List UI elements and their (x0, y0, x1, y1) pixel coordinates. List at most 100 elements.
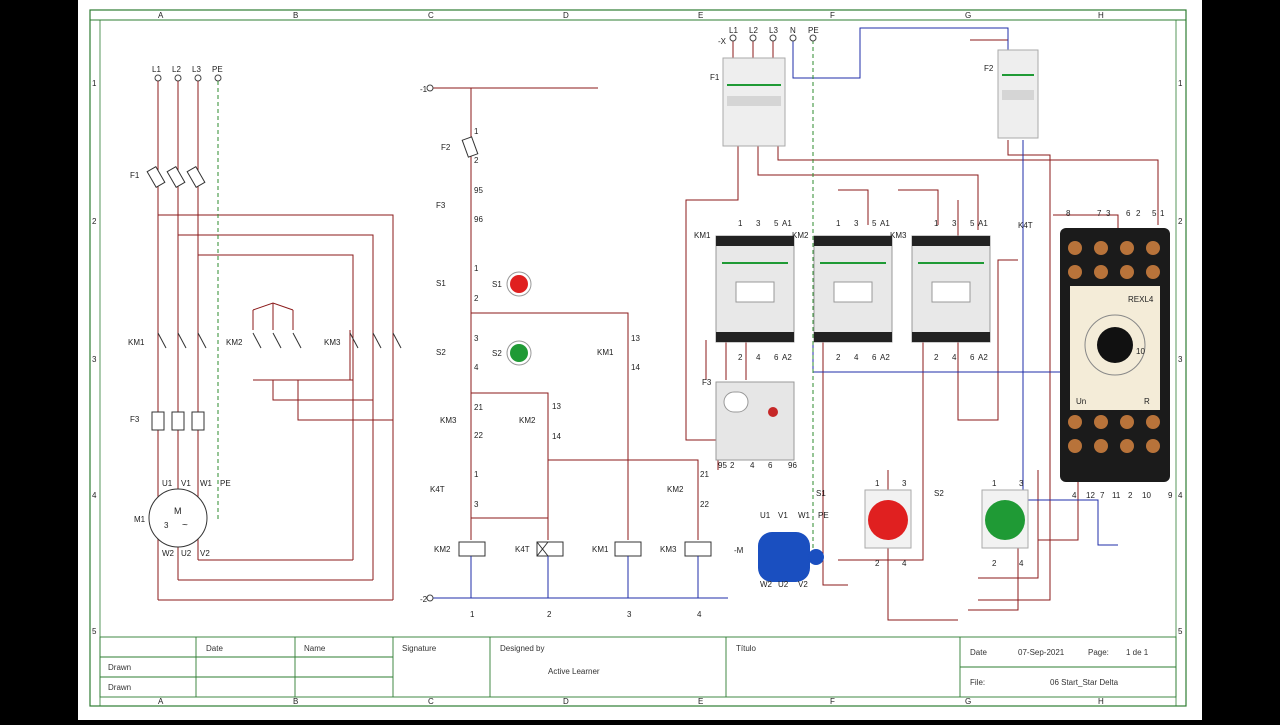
coil-k4t-label: K4T (515, 545, 530, 554)
svg-text:21: 21 (700, 470, 709, 479)
rung-1-label: 1 (470, 610, 475, 619)
svg-text:95: 95 (718, 461, 727, 470)
svg-text:F1: F1 (710, 73, 720, 82)
timer-socket (1094, 241, 1108, 255)
contactor-terminal: 4 (854, 353, 859, 362)
column-label-B: B (293, 11, 298, 20)
f3-overload-power-label: F3 (130, 415, 140, 424)
contactor-label: KM1 (694, 231, 711, 240)
svg-text:L2: L2 (749, 26, 758, 35)
svg-text:~: ~ (182, 520, 188, 531)
timer-socket (1120, 439, 1134, 453)
timer-pin: 11 (1112, 491, 1121, 500)
breaker-f2: F2 (984, 49, 1039, 139)
timer-socket (1146, 265, 1160, 279)
column-label-bottom-H: H (1098, 697, 1104, 706)
km1-power-label: KM1 (128, 338, 145, 347)
svg-text:6: 6 (768, 461, 773, 470)
coil-km3-label: KM3 (660, 545, 677, 554)
svg-text:4: 4 (1019, 559, 1024, 568)
svg-text:W2: W2 (162, 549, 175, 558)
contactor-terminal: 3 (952, 219, 957, 228)
rung-2-label: 2 (547, 610, 552, 619)
svg-text:PE: PE (818, 511, 829, 520)
svg-text:2: 2 (474, 294, 479, 303)
timer-pin: 2 (1128, 491, 1133, 500)
svg-text:S2: S2 (436, 348, 446, 357)
contactor-label: KM2 (792, 231, 809, 240)
timer-pin: 7 (1100, 491, 1105, 500)
row-label-2: 2 (92, 217, 97, 226)
svg-text:PE: PE (220, 479, 231, 488)
svg-text:3: 3 (474, 500, 479, 509)
contactor-terminal: 3 (854, 219, 859, 228)
svg-text:96: 96 (788, 461, 797, 470)
svg-text:1: 1 (474, 127, 479, 136)
svg-text:F2: F2 (441, 143, 451, 152)
svg-text:-1: -1 (420, 85, 428, 94)
s2-start-contact: S2 3 4 (436, 334, 479, 372)
svg-text:4: 4 (474, 363, 479, 372)
tb-file-label: File: (970, 678, 985, 687)
column-label-bottom-D: D (563, 697, 569, 706)
svg-text:KM3: KM3 (440, 416, 457, 425)
timer-pin: 1 (1160, 209, 1165, 218)
timer-pin: 2 (1136, 209, 1141, 218)
km3-nc-contact: KM3 21 22 (440, 403, 483, 440)
contactor-terminal: 1 (934, 219, 939, 228)
rung-4-label: 4 (697, 610, 702, 619)
svg-text:-X: -X (718, 37, 727, 46)
tb-date-header: Date (206, 644, 223, 653)
f1-fuse-label: F1 (130, 171, 140, 180)
svg-text:REXL4: REXL4 (1128, 295, 1154, 304)
svg-text:22: 22 (474, 431, 483, 440)
svg-text:14: 14 (631, 363, 640, 372)
row-label-3: 3 (92, 355, 97, 364)
svg-text:1: 1 (992, 479, 997, 488)
svg-text:2: 2 (730, 461, 735, 470)
column-label-bottom-A: A (158, 697, 164, 706)
svg-text:21: 21 (474, 403, 483, 412)
f3-overload-contact: F3 95 96 (436, 186, 483, 224)
svg-text:4: 4 (750, 461, 755, 470)
svg-text:96: 96 (474, 215, 483, 224)
timer-socket (1094, 415, 1108, 429)
rung-3-label: 3 (627, 610, 632, 619)
stop-pushbutton-s1[interactable]: S1 1 3 2 4 (816, 479, 912, 568)
coil-km1-label: KM1 (592, 545, 609, 554)
timer-pin: 9 (1168, 491, 1173, 500)
svg-text:KM2: KM2 (667, 485, 684, 494)
svg-text:2: 2 (875, 559, 880, 568)
svg-text:14: 14 (552, 432, 561, 441)
svg-text:M1: M1 (134, 515, 146, 524)
contactor-terminal: 2 (934, 353, 939, 362)
row-label-right-5: 5 (1178, 627, 1183, 636)
svg-text:S1: S1 (436, 279, 446, 288)
column-label-D: D (563, 11, 569, 20)
svg-text:2: 2 (474, 156, 479, 165)
timer-pin: 8 (1066, 209, 1071, 218)
timer-socket (1120, 265, 1134, 279)
start-pushbutton-s2[interactable]: S2 1 3 2 4 (934, 479, 1029, 568)
contactor-terminal: 4 (952, 353, 957, 362)
green-indicator: S2 (492, 340, 532, 366)
supply-l2-label: L2 (172, 65, 181, 74)
timer-socket (1120, 241, 1134, 255)
timer-socket (1068, 241, 1082, 255)
column-label-bottom-B: B (293, 697, 298, 706)
km3-power-label: KM3 (324, 338, 341, 347)
contactor-terminal: A2 (782, 353, 792, 362)
svg-text:K4T: K4T (1018, 221, 1033, 230)
timer-pin: 3 (1106, 209, 1111, 218)
contactor-terminal: 1 (836, 219, 841, 228)
svg-text:-2: -2 (420, 595, 428, 604)
timer-socket (1094, 439, 1108, 453)
contactor-terminal: 1 (738, 219, 743, 228)
column-label-C: C (428, 11, 434, 20)
